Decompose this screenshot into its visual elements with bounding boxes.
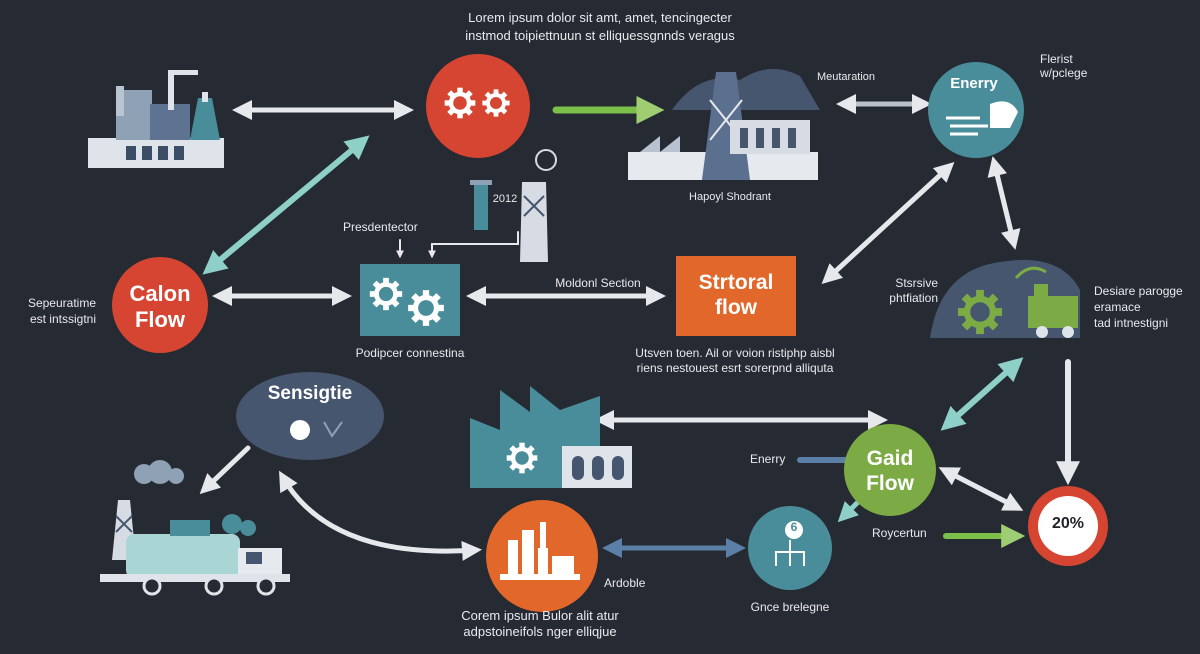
- center-factory-icon: [470, 386, 632, 488]
- oil-rig-icon: [628, 68, 820, 180]
- stat-badge-bg: [490, 190, 520, 208]
- gears-node: [426, 54, 530, 158]
- sensitive-production-line-1: Stsrsive: [895, 276, 938, 290]
- grid-flow-line-1: Gaid: [866, 447, 914, 470]
- arrow-energy-production: [987, 156, 1021, 250]
- energy-title: Enerry: [950, 75, 998, 92]
- sensitive-production-line-2: phtfiation: [889, 291, 938, 305]
- left-caption-line-1: Sepeuratime: [27, 296, 96, 310]
- component-box: [360, 264, 460, 336]
- middle-caption-line-2: riens nestouest esrt sorerpnd alliquta: [636, 361, 834, 375]
- percent-badge: 20%: [1051, 515, 1085, 532]
- archive-label: Ardoble: [604, 576, 646, 590]
- top-right-line-1: Flerist: [1040, 52, 1073, 66]
- middle-caption-line-1: Utsven toen. Ail or voion ristiphp aisbl: [635, 346, 835, 360]
- header-line-1: Lorem ipsum dolor sit amt, amet, tencing…: [468, 10, 732, 25]
- carbon-flow-node: [112, 257, 208, 353]
- arrow-sensitive-truck: [199, 445, 251, 495]
- arrow-carbon-up: [202, 135, 370, 275]
- arrow-grid-production: [940, 357, 1024, 431]
- connector-arrows: [199, 94, 1080, 561]
- sensitive-title: Sensigtie: [267, 383, 353, 404]
- grid-flow-line-2: Flow: [866, 472, 914, 495]
- left-caption-line-2: est intssigtni: [29, 312, 96, 326]
- carbon-flow-line-2: Flow: [134, 307, 186, 332]
- right-caption-line-3: tad intnestigni: [1094, 316, 1169, 330]
- factory-caption: Hapoyl Shodrant: [689, 191, 771, 203]
- globe-icon: [290, 420, 310, 440]
- structural-flow-node: [676, 256, 796, 336]
- production-icon: [930, 259, 1080, 338]
- bottom-caption-line-2: adpstoineifols nger elliqjue: [463, 624, 617, 639]
- header-line-2: instmod toipiettnuun st elliquessgnnds v…: [465, 28, 735, 43]
- bottom-caption-line-1: Corem ipsum Bulor alit atur: [461, 608, 619, 623]
- top-right-line-2: w/pclege: [1040, 66, 1088, 80]
- component-caption: Podipcer connestina: [355, 346, 465, 360]
- sensitive-node: [236, 372, 384, 460]
- arrow-sensitive-plant: [279, 470, 482, 561]
- chemical-plant-node: [486, 500, 598, 612]
- green-caption: Gnce brelegne: [750, 600, 830, 614]
- structural-flow-line-1: Strtoral: [698, 271, 774, 294]
- factory-icon: [88, 70, 224, 168]
- stat-badge: 2012: [492, 193, 518, 205]
- mountain-label: Meutaration: [816, 71, 876, 83]
- right-caption-line-2: eramace: [1094, 300, 1141, 314]
- model-section-label: Moldonl Section: [555, 276, 641, 290]
- chemical-plant-icon: [500, 522, 580, 580]
- structural-flow-line-2: flow: [715, 296, 757, 319]
- grid-flow-node: [844, 424, 936, 516]
- wind-node: [748, 506, 832, 590]
- recycle-label: Roycertun: [872, 526, 927, 540]
- arrow-grid-badge: [938, 467, 1024, 511]
- energy-label: Enerry: [750, 452, 786, 466]
- rig-small-icon: [470, 149, 557, 262]
- presidentector-label: Presdentector: [343, 220, 418, 234]
- arrow-rig-components: [428, 231, 519, 259]
- right-caption-line-1: Desiare parogge: [1094, 284, 1183, 298]
- gear-small-value: 6: [790, 520, 798, 534]
- carbon-flow-line-1: Calon: [129, 281, 191, 306]
- energy-node: [928, 62, 1024, 158]
- wind-icon: [946, 116, 988, 136]
- percent-badge-node: [1028, 486, 1108, 566]
- truck-icon: [100, 460, 290, 596]
- arrow-structural-energy: [821, 161, 955, 285]
